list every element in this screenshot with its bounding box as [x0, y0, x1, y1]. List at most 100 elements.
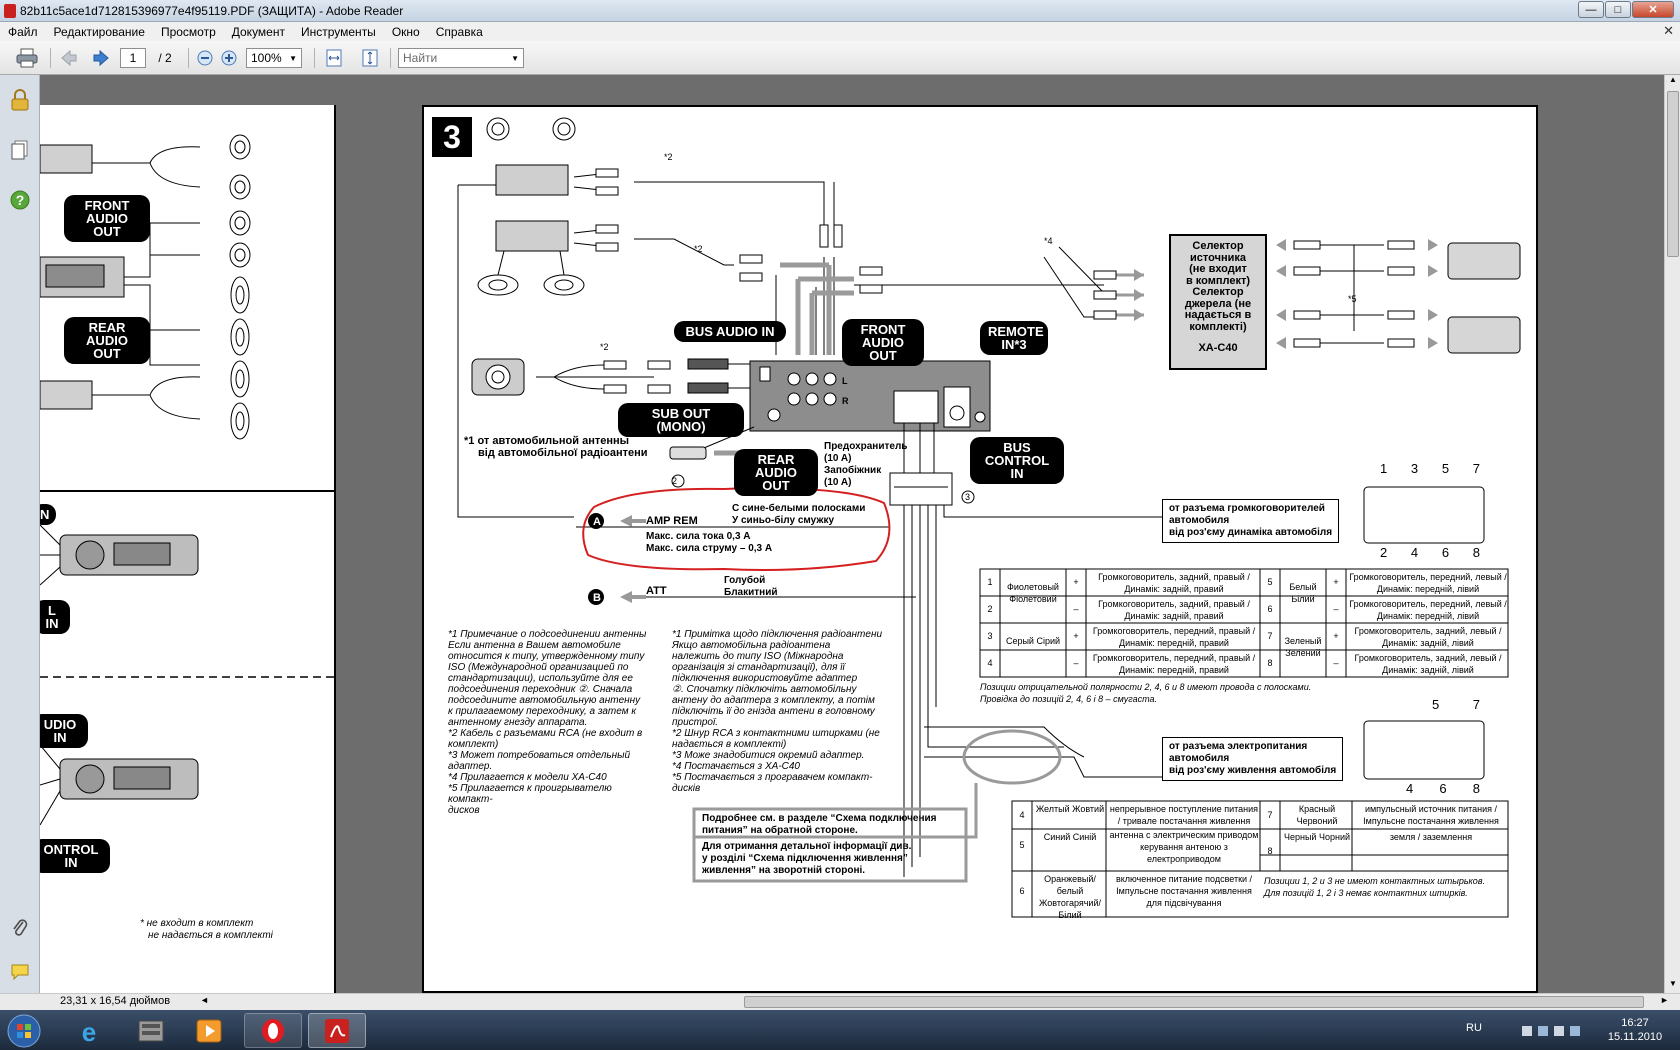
fuse-line: (10 A) [824, 453, 852, 464]
menu-help[interactable]: Справка [435, 24, 483, 39]
search-field[interactable]: Найти ▼ [398, 48, 524, 68]
menu-tools[interactable]: Инструменты [300, 24, 376, 39]
callout-line: CONTROL IN [984, 453, 1050, 481]
zoom-in-icon[interactable] [218, 47, 240, 69]
lock-icon[interactable] [9, 89, 31, 111]
note-line: *1 Примітка щодо підключення радіоантени [672, 629, 883, 640]
footnote-line: * не входит в комплект [140, 918, 254, 929]
table-cell: Громкоговоритель, задний, правый / Динам… [1098, 599, 1250, 621]
table-cell: Громкоговоритель, передний, правый / Дин… [1092, 626, 1256, 648]
note-line: *4 Постачається з XA-C40 [672, 761, 800, 772]
start-button[interactable] [2, 1013, 46, 1048]
scroll-down-icon[interactable]: ▼ [1669, 979, 1677, 988]
zoom-select[interactable]: 100% ▼ [246, 48, 302, 68]
table-cell: Громкоговоритель, передний, левый / Дина… [1349, 572, 1507, 594]
table-cell: 1 [987, 577, 993, 587]
selector-model: XA-C40 [1198, 342, 1238, 354]
horizontal-scrollbar[interactable]: 23,31 x 16,54 дюймов ◄ ► [0, 993, 1680, 1010]
horizontal-scroll-thumb[interactable] [744, 996, 1644, 1008]
pin-number: 8 [1472, 781, 1480, 796]
note-line: *3 Может потребоваться отдельный [448, 750, 631, 761]
language-indicator[interactable]: RU [1466, 1022, 1482, 1034]
star2-note: *2 [664, 152, 673, 162]
clock[interactable]: 16:27 15.11.2010 [1600, 1016, 1670, 1044]
file-manager-icon[interactable] [122, 1013, 180, 1048]
table-cell: + [1073, 631, 1079, 641]
pin-number: 6 [1441, 545, 1450, 560]
bus-audio-in-label: BUS AUDIO IN [674, 321, 786, 342]
help-icon[interactable]: ? [9, 189, 31, 211]
comment-icon[interactable] [9, 961, 31, 983]
table-cell: Черный Чорний [1283, 832, 1350, 842]
arrow-left-icon[interactable] [58, 47, 80, 69]
menu-file[interactable]: Файл [8, 24, 38, 39]
left-fragment-label: L IN [40, 600, 70, 634]
scroll-right-icon[interactable]: ► [1660, 995, 1669, 1005]
chevron-down-icon: ▼ [289, 53, 297, 63]
power-table-note: Позиции 1, 2 и 3 не имеют контактных шты… [1264, 875, 1485, 899]
connector-note-line: автомобиля [1169, 515, 1230, 526]
star2-note: *2 [694, 244, 703, 254]
table-note-line: Позиции отрицательной полярности 2, 4, 6… [980, 682, 1312, 692]
table-cell: импульсный источник питания / Імпульсне … [1363, 804, 1499, 826]
note-line: ISO (Международной организацией по [448, 662, 629, 673]
fit-page-icon[interactable] [358, 47, 382, 69]
left-fragment-label: N [40, 504, 56, 525]
menu-edit[interactable]: Редактирование [53, 24, 145, 39]
minimize-button[interactable]: — [1578, 1, 1604, 18]
tray-icons[interactable] [1522, 1024, 1592, 1038]
section-number: 3 [443, 119, 461, 155]
table-note-line: Позиции 1, 2 и 3 не имеют контактных шты… [1264, 876, 1486, 886]
lr-label-l: L [842, 376, 848, 386]
clock-date: 15.11.2010 [1607, 1031, 1663, 1043]
vertical-scroll-thumb[interactable] [1667, 91, 1679, 257]
note-line: *2 Кабель с разъемами RCA (не входит в [448, 728, 643, 739]
pages-icon[interactable] [9, 139, 31, 161]
menu-view[interactable]: Просмотр [160, 24, 216, 39]
paperclip-icon[interactable] [9, 917, 31, 939]
table-cell: земля / заземлення [1389, 832, 1473, 842]
chevron-down-icon: ▼ [511, 53, 519, 63]
callout-line: REAR [88, 320, 126, 335]
notes-russian: *1 Примечание о подсоединении антенны Ес… [448, 629, 658, 816]
fit-width-icon[interactable] [322, 47, 346, 69]
pin-number: 5 [1432, 697, 1440, 712]
document-view[interactable]: FRONT AUDIO OUT REAR AUDIO OUT N L IN UD… [40, 75, 1664, 993]
adobe-reader-taskbar-icon[interactable] [308, 1013, 366, 1048]
media-player-icon[interactable] [180, 1013, 238, 1048]
pin-number: 2 [1380, 545, 1388, 560]
internet-explorer-icon[interactable]: e [60, 1013, 118, 1048]
power-pins-bottom: 4 6 8 [1406, 781, 1480, 796]
opera-icon[interactable] [244, 1013, 302, 1048]
arrow-right-icon[interactable] [90, 47, 112, 69]
table-cell: 2 [987, 604, 993, 614]
close-document-icon[interactable]: ✕ [1663, 23, 1674, 38]
maximize-button[interactable]: □ [1605, 1, 1631, 18]
app-icon [4, 4, 16, 18]
table-cell: Громкоговоритель, задний, левый / Динамі… [1354, 626, 1502, 648]
close-button[interactable]: ✕ [1632, 1, 1674, 18]
left-footnote: * не входит в комплект не надається в ко… [140, 918, 273, 942]
selector-line: надається в [1184, 309, 1252, 321]
current-line: Макс. сила струму – 0,3 A [646, 543, 773, 554]
circle-2-label: 2 [672, 476, 678, 486]
search-placeholder: Найти [403, 51, 438, 65]
page-number-input[interactable] [120, 48, 146, 68]
zoom-out-icon[interactable] [194, 47, 216, 69]
amp-rem-label: AMP REM [646, 515, 698, 527]
printer-icon[interactable] [14, 47, 40, 69]
table-cell: антенна с электрическим приводом керуван… [1109, 830, 1259, 864]
table-cell: – [1333, 604, 1339, 614]
note-line: дисків [672, 783, 701, 794]
menu-window[interactable]: Окно [391, 24, 420, 39]
front-audio-out-label: FRONT AUDIO OUT [842, 319, 924, 366]
callout-line: FRONT [860, 322, 906, 337]
scroll-up-icon[interactable]: ▲ [1669, 75, 1677, 84]
table-note-line: Для позицій 1, 2 і 3 немає контактних шт… [1264, 888, 1468, 898]
table-cell: 4 [1019, 810, 1025, 820]
menu-document[interactable]: Документ [231, 24, 285, 39]
menu-bar: Файл Редактирование Просмотр Документ Ин… [0, 22, 1680, 41]
scroll-left-icon[interactable]: ◄ [200, 995, 209, 1005]
vertical-scrollbar[interactable]: ▲ ▼ [1664, 75, 1680, 993]
note-line: дисков [448, 805, 480, 816]
